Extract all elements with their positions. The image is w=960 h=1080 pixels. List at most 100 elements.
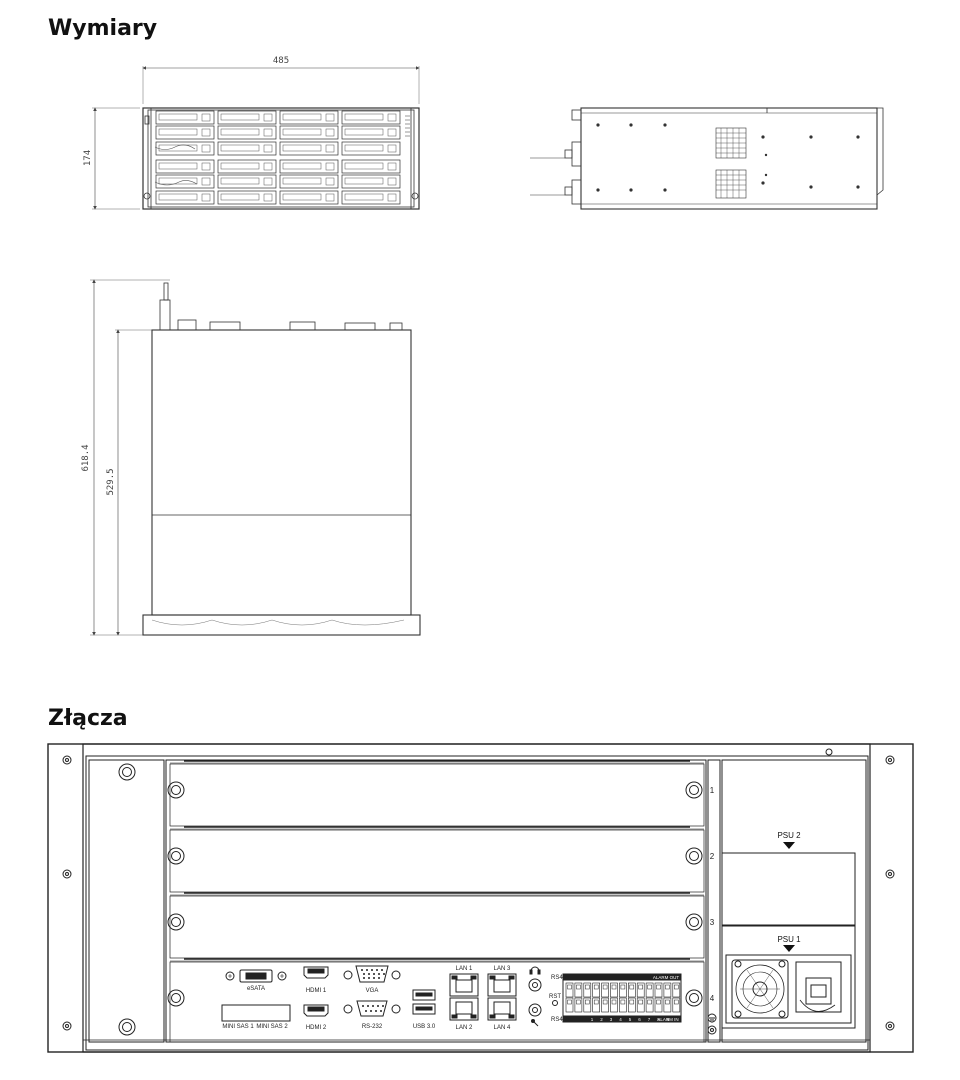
psu-1-label: PSU 1 — [777, 935, 801, 944]
depth-body-dimension: 529.5 — [106, 468, 116, 495]
lan-4-label: LAN 4 — [494, 1025, 511, 1031]
drive-bay[interactable] — [279, 141, 339, 156]
top-view — [90, 279, 421, 636]
mini-sas-port-block[interactable] — [221, 1004, 291, 1022]
hdmi-2-port[interactable] — [303, 1004, 329, 1017]
drive-bay[interactable] — [341, 159, 401, 174]
esata-label: eSATA — [247, 986, 265, 992]
expansion-slot: 3 — [167, 892, 715, 959]
alarm-in-label: ALARM IN — [657, 1017, 678, 1022]
psu-1-arrow-icon — [783, 945, 795, 952]
drive-bay[interactable] — [341, 110, 401, 125]
thumbscrew[interactable] — [118, 1018, 136, 1036]
drive-bay[interactable] — [217, 159, 277, 174]
lan-1-label: LAN 1 — [456, 966, 473, 972]
mini-sas-2-label: MINI SAS 2 — [256, 1024, 288, 1030]
hdmi-1-label: HDMI 1 — [306, 988, 327, 994]
thumbscrew[interactable] — [685, 781, 703, 799]
drive-bay[interactable] — [155, 190, 215, 205]
drive-bay[interactable] — [217, 125, 277, 140]
rs232-label: RS-232 — [362, 1024, 383, 1030]
hdmi-1-port[interactable] — [303, 966, 329, 979]
lan-4-port[interactable] — [487, 997, 517, 1021]
drive-bay[interactable] — [279, 125, 339, 140]
alarm-input-number: 7 — [648, 1017, 651, 1022]
depth-total-dimension: 618.4 — [81, 444, 91, 471]
thumbscrew[interactable] — [167, 989, 185, 1007]
drive-bay[interactable] — [155, 141, 215, 156]
thumbscrew[interactable] — [167, 913, 185, 931]
drive-bay[interactable] — [279, 110, 339, 125]
alarm-input-number: 2 — [600, 1017, 603, 1022]
headphone-icon — [529, 966, 541, 975]
width-dimension: 485 — [273, 56, 289, 66]
usb-label: USB 3.0 — [413, 1024, 436, 1030]
drive-bay[interactable] — [217, 141, 277, 156]
vga-label: VGA — [366, 988, 379, 994]
psu-2-label: PSU 2 — [777, 831, 801, 840]
drive-bay[interactable] — [279, 159, 339, 174]
mini-sas-1-label: MINI SAS 1 — [222, 1024, 254, 1030]
expansion-slot: 1 — [167, 760, 715, 827]
side-view — [530, 107, 884, 210]
lan-1-port[interactable] — [449, 973, 479, 997]
expansion-slots: 1 2 3 4 — [167, 760, 715, 1043]
lan-3-port[interactable] — [487, 973, 517, 997]
rst-label: RST — [549, 994, 561, 1000]
drive-bay[interactable] — [217, 174, 277, 189]
height-dimension: 174 — [83, 150, 93, 166]
audio-out-jack[interactable] — [528, 978, 542, 992]
slot-number: 2 — [710, 852, 715, 861]
lan-2-port[interactable] — [449, 997, 479, 1021]
thumbscrew[interactable] — [167, 781, 185, 799]
drive-bay[interactable] — [341, 190, 401, 205]
lan-3-label: LAN 3 — [494, 966, 511, 972]
hdmi-2-label: HDMI 2 — [306, 1025, 327, 1031]
psu-1-module[interactable] — [725, 954, 852, 1024]
alarm-input-number: 8 — [657, 1017, 660, 1022]
drive-bay[interactable] — [341, 141, 401, 156]
drive-bay[interactable] — [341, 125, 401, 140]
alarm-input-number: 3 — [610, 1017, 613, 1022]
alarm-terminal-block[interactable] — [562, 973, 682, 1023]
audio-in-jack[interactable] — [528, 1003, 542, 1017]
lan-2-label: LAN 2 — [456, 1025, 473, 1031]
drive-bays — [155, 110, 401, 205]
alarm-input-number: 5 — [629, 1017, 632, 1022]
thumbscrew[interactable] — [685, 989, 703, 1007]
rs485-bottom-label: RS485 — [551, 1017, 570, 1023]
rs232-port[interactable] — [343, 1000, 401, 1017]
vga-port[interactable] — [343, 965, 401, 983]
section-title-connectors: Złącza — [48, 706, 128, 731]
expansion-slot: 4 — [167, 958, 715, 1043]
thumbscrew[interactable] — [118, 763, 136, 781]
thumbscrew[interactable] — [167, 847, 185, 865]
alarm-input-number: 1 — [591, 1017, 594, 1022]
drive-bay[interactable] — [217, 190, 277, 205]
drive-bay[interactable] — [155, 174, 215, 189]
rs485-top-label: RS485 — [551, 975, 570, 981]
expansion-slot: 2 — [167, 826, 715, 893]
drive-bay[interactable] — [279, 190, 339, 205]
drive-bay[interactable] — [155, 125, 215, 140]
reset-button[interactable] — [552, 1000, 558, 1006]
alarm-input-number: 4 — [619, 1017, 622, 1022]
front-view — [92, 66, 420, 210]
alarm-out-label: ALARM OUT — [653, 975, 680, 980]
microphone-icon — [531, 1019, 539, 1027]
drive-bay[interactable] — [279, 174, 339, 189]
drive-bay[interactable] — [155, 110, 215, 125]
ground-icon — [707, 1013, 717, 1035]
drive-bay[interactable] — [155, 159, 215, 174]
thumbscrew[interactable] — [685, 847, 703, 865]
drive-bay[interactable] — [341, 174, 401, 189]
slot-number: 1 — [710, 786, 715, 795]
thumbscrew[interactable] — [685, 913, 703, 931]
section-title-dimensions: Wymiary — [48, 16, 158, 41]
alarm-input-number: 6 — [638, 1017, 641, 1022]
esata-port[interactable] — [225, 969, 287, 983]
slot-number: 4 — [710, 994, 715, 1003]
drive-bay[interactable] — [217, 110, 277, 125]
usb-ports[interactable] — [412, 989, 436, 1015]
